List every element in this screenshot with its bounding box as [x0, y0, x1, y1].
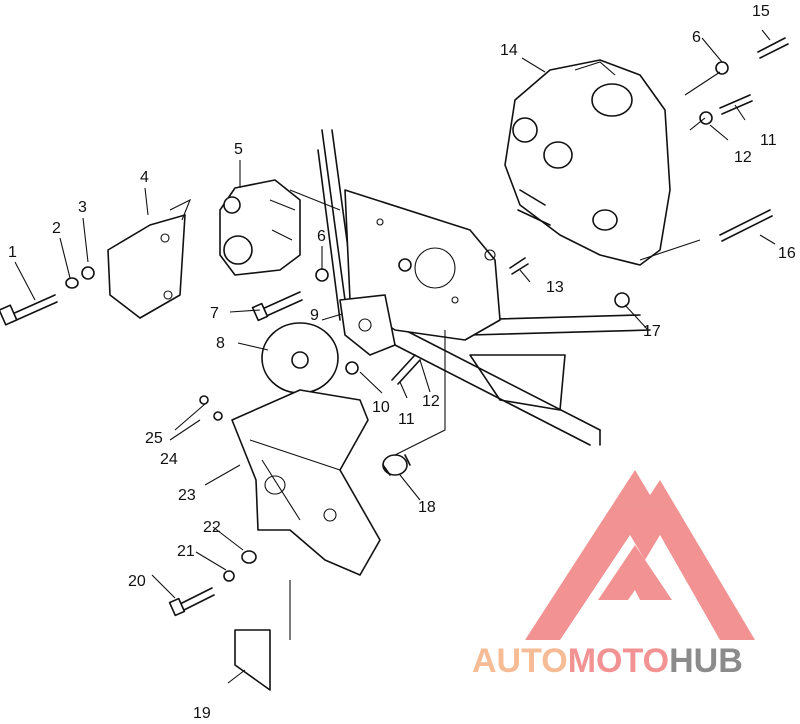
watermark-triangle-icon [525, 470, 755, 640]
callout-25: 25 [145, 430, 163, 447]
bolt-20 [168, 587, 215, 617]
chain-cover [231, 389, 381, 576]
callout-3: 3 [78, 199, 87, 216]
callout-12-lower: 12 [422, 393, 440, 410]
washer-22 [241, 550, 257, 564]
watermark-text-hub: HUB [669, 642, 743, 680]
washer-plate [398, 258, 412, 272]
bolt-7 [251, 291, 303, 322]
washer-3 [81, 266, 95, 280]
callout-14: 14 [500, 42, 518, 59]
watermark-text-auto: AUTO [472, 642, 568, 680]
watermark-inner-mark-icon [598, 545, 672, 600]
bracket [107, 198, 192, 319]
gearcase [504, 59, 671, 266]
callout-16: 16 [778, 245, 796, 262]
callout-18: 18 [418, 499, 436, 516]
washer-6-left [315, 268, 329, 282]
washer-12-upper [699, 111, 713, 125]
screw-25 [199, 395, 209, 405]
bolt-1 [0, 294, 58, 326]
callout-9: 9 [310, 307, 319, 324]
callout-6-left: 6 [317, 228, 326, 245]
leader-lines [14, 29, 776, 684]
callout-17: 17 [643, 323, 661, 340]
callout-21: 21 [177, 543, 195, 560]
nut-10 [345, 361, 359, 375]
callout-4: 4 [140, 169, 149, 186]
callout-11-lower: 11 [398, 411, 415, 428]
callout-2: 2 [52, 220, 61, 237]
callout-23: 23 [178, 487, 196, 504]
callout-12-upper: 12 [734, 149, 752, 166]
callout-19: 19 [193, 705, 211, 722]
watermark-logo: AUTOMOTOHUB [472, 470, 755, 680]
callout-13: 13 [546, 279, 564, 296]
washer-2 [65, 277, 79, 289]
bolt-11-lower [391, 354, 421, 385]
nut-17 [614, 292, 630, 308]
spacer [382, 454, 411, 476]
callout-labels: 1 2 3 4 5 6 7 8 9 10 11 12 13 14 15 6 11… [8, 3, 796, 722]
bolt-15 [757, 37, 789, 59]
bolt-16 [719, 209, 773, 242]
callout-5: 5 [234, 141, 243, 158]
callout-10: 10 [372, 399, 390, 416]
callout-20: 20 [128, 573, 146, 590]
callout-6-right: 6 [692, 29, 701, 46]
callout-15: 15 [752, 3, 770, 20]
callout-8: 8 [216, 335, 225, 352]
washer-24 [213, 411, 223, 421]
watermark-text: AUTOMOTOHUB [472, 642, 743, 680]
washer-21 [223, 570, 235, 582]
callout-24: 24 [160, 451, 178, 468]
drive-housing [219, 179, 301, 276]
callout-7: 7 [210, 305, 219, 322]
callout-22: 22 [203, 519, 221, 536]
watermark-text-moto: MOTO [568, 642, 669, 680]
bearing-plate [339, 294, 396, 356]
bolt-13 [509, 257, 529, 275]
callout-1: 1 [8, 244, 17, 261]
frame-rails [317, 129, 651, 446]
decal [234, 629, 271, 691]
washer-6-right [715, 61, 729, 75]
callout-11-upper: 11 [760, 132, 777, 149]
bolt-11-upper [719, 94, 753, 115]
sprocket-disc [261, 322, 339, 394]
